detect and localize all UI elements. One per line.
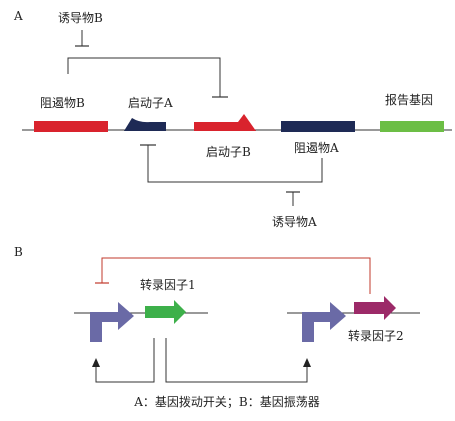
promoter-b-label: 启动子B: [206, 145, 251, 159]
repressor-a-inhibition-line: [147, 145, 323, 183]
promoter-a-shape: [124, 118, 166, 131]
tf1-to-promoter2-arrowhead: [303, 358, 311, 367]
reporter-gene: [380, 121, 444, 132]
tf2-gene: [354, 296, 396, 320]
panel-b-label: B: [14, 245, 23, 259]
promoter-a-label: 启动子A: [128, 96, 173, 110]
reporter-gene-label: 报告基因: [385, 92, 433, 107]
tf1-to-promoter1-arrowhead: [92, 358, 100, 367]
panel-a-label: A: [13, 9, 23, 23]
repressor-b-inhibition-line: [67, 57, 221, 97]
inducer-b-label: 诱导物B: [58, 11, 103, 25]
promoter-b-shape: [194, 114, 256, 131]
repressor-b-gene: [34, 121, 108, 132]
promoter-2-shape: [302, 302, 346, 342]
repressor-a-gene: [281, 121, 355, 132]
tf1-label: 转录因子1: [140, 277, 196, 292]
tf2-feedback-line: [101, 257, 371, 294]
repressor-b-label: 阻遏物B: [40, 96, 85, 110]
tf1-to-promoter1-line: [95, 338, 155, 383]
tf2-label: 转录因子2: [348, 328, 404, 343]
tf1-gene: [145, 300, 186, 324]
repressor-a-label: 阻遏物A: [294, 141, 339, 155]
promoter-1-shape: [90, 302, 134, 342]
figure-caption: A：基因拨动开关；B：基因振荡器: [133, 395, 320, 409]
inducer-a-label: 诱导物A: [272, 215, 317, 229]
tf1-to-promoter2-line: [165, 338, 308, 383]
